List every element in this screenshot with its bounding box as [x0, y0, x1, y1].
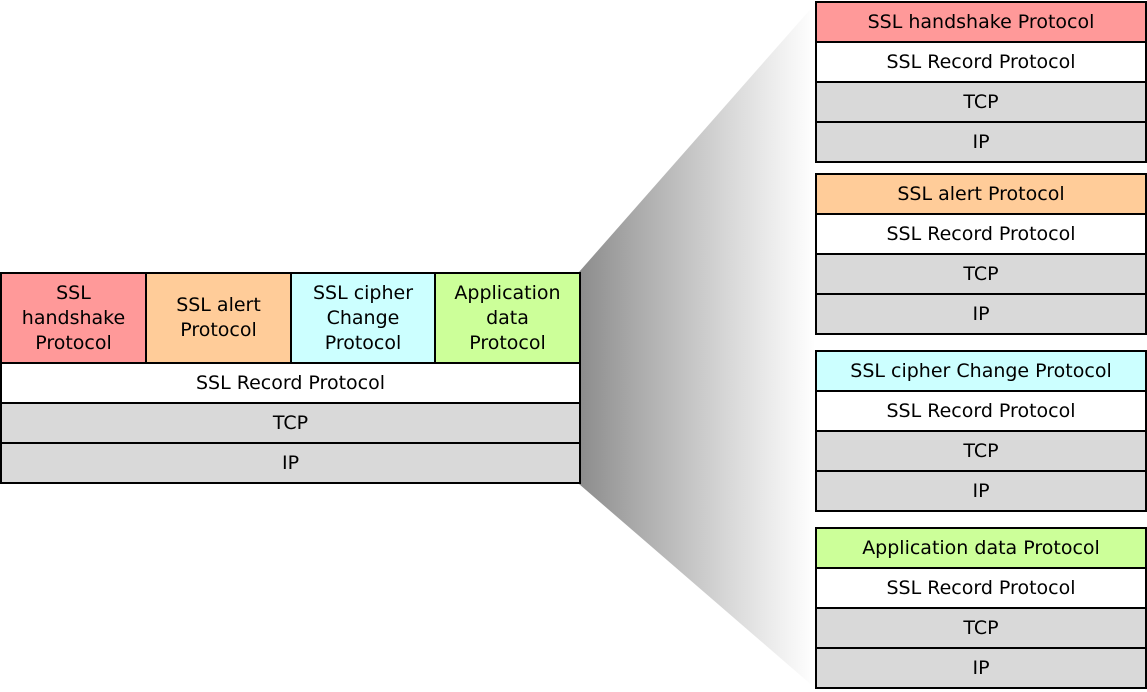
- detail-cipher-change-protocol-cell: SSL cipher Change Protocol: [815, 350, 1147, 392]
- detail-record-protocol-cell: SSL Record Protocol: [815, 390, 1147, 432]
- main-tcp-cell: TCP: [0, 402, 581, 444]
- main-record-protocol-cell: SSL Record Protocol: [0, 362, 581, 404]
- main-ip-cell: IP: [0, 442, 581, 484]
- detail-ip-cell: IP: [815, 470, 1147, 512]
- detail-tcp-cell: TCP: [815, 607, 1147, 649]
- main-handshake-protocol-cell: SSL handshake Protocol: [0, 272, 147, 364]
- main-application-data-protocol-cell: Application data Protocol: [434, 272, 581, 364]
- detail-tcp-cell: TCP: [815, 430, 1147, 472]
- detail-ip-cell: IP: [815, 121, 1147, 163]
- detail-alert-protocol-cell: SSL alert Protocol: [815, 173, 1147, 215]
- main-alert-protocol-cell: SSL alert Protocol: [145, 272, 292, 364]
- detail-handshake-protocol-cell: SSL handshake Protocol: [815, 1, 1147, 43]
- detail-tcp-cell: TCP: [815, 81, 1147, 123]
- detail-record-protocol-cell: SSL Record Protocol: [815, 213, 1147, 255]
- detail-ip-cell: IP: [815, 647, 1147, 689]
- detail-record-protocol-cell: SSL Record Protocol: [815, 41, 1147, 83]
- detail-record-protocol-cell: SSL Record Protocol: [815, 567, 1147, 609]
- detail-tcp-cell: TCP: [815, 253, 1147, 295]
- detail-ip-cell: IP: [815, 293, 1147, 335]
- main-cipher-change-protocol-cell: SSL cipher Change Protocol: [290, 272, 436, 364]
- detail-application-data-protocol-cell: Application data Protocol: [815, 527, 1147, 569]
